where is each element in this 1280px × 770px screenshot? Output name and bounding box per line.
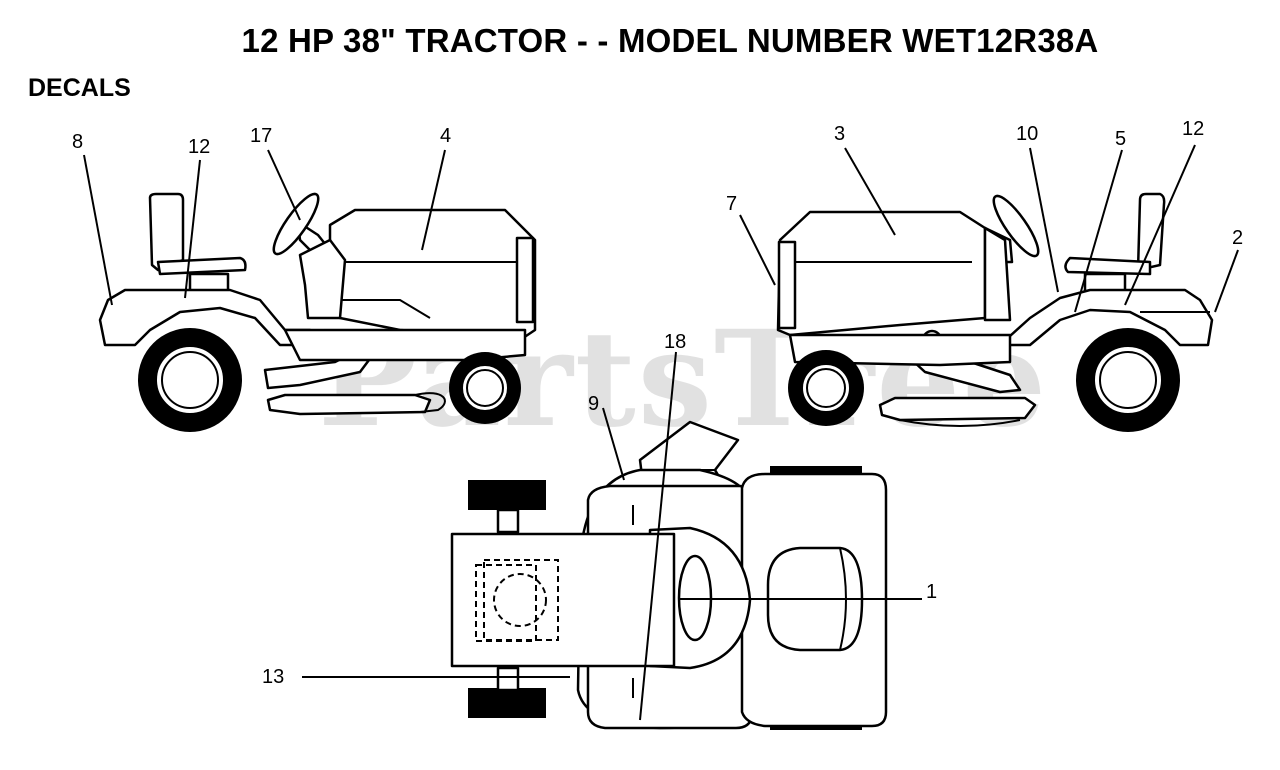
right-steering-wheel (992, 194, 1040, 258)
callout-12-left: 12 (188, 136, 210, 158)
top-front-tire-upper (468, 480, 546, 510)
tractor-left-view (98, 192, 537, 432)
callout-8: 8 (72, 131, 83, 153)
callout-5: 5 (1115, 128, 1126, 150)
callout-12-right: 12 (1182, 118, 1204, 140)
callout-9: 9 (588, 393, 599, 415)
callout-10: 10 (1016, 123, 1038, 145)
right-seat (1064, 256, 1152, 276)
left-steering-wheel (272, 192, 320, 256)
right-dash (983, 226, 1012, 322)
callout-13: 13 (262, 666, 284, 688)
callout-18: 18 (664, 331, 686, 353)
left-hood (328, 208, 537, 340)
callout-2: 2 (1232, 227, 1243, 249)
section-heading: DECALS (28, 74, 131, 102)
top-hood (450, 532, 676, 668)
tractor-top-view (450, 420, 888, 730)
right-rear-fender (998, 288, 1214, 347)
tractor-right-view (776, 192, 1214, 432)
callout-4: 4 (440, 125, 451, 147)
diagram-title: 12 HP 38" TRACTOR - - MODEL NUMBER WET12… (241, 22, 1099, 59)
left-seat-back (148, 192, 185, 272)
right-seat-back (1136, 192, 1166, 272)
callout-7: 7 (726, 193, 737, 215)
left-grille (515, 236, 535, 324)
left-dash (298, 238, 347, 320)
left-seat (156, 256, 247, 276)
right-grille (777, 240, 797, 330)
callout-1: 1 (926, 581, 937, 603)
top-front-tire-lower (468, 688, 546, 718)
left-mower-deck (266, 393, 432, 416)
right-mower-deck (878, 396, 1037, 422)
left-deck-belt (414, 392, 446, 413)
right-callout-lines (739, 144, 1239, 313)
top-callout-lines (302, 351, 922, 721)
callout-3: 3 (834, 123, 845, 145)
left-callout-lines (83, 149, 446, 306)
right-hood (776, 210, 987, 337)
callout-17: 17 (250, 125, 272, 147)
